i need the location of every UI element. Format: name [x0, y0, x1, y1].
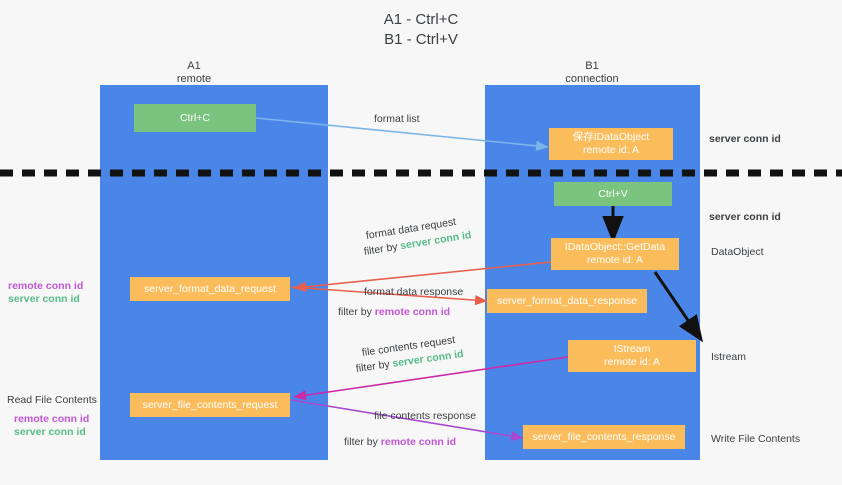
column-header-b1-sub: connection: [565, 73, 619, 85]
edge-label-file-contents-response: file contents response: [374, 410, 477, 422]
right-note-server-conn-id-top: server conn id: [709, 133, 781, 145]
title-line-2: B1 - Ctrl+V: [384, 31, 458, 48]
box-server-file-contents-response-label: server_file_contents_response: [532, 430, 676, 443]
edge-label-format-list: format list: [374, 113, 420, 125]
edge-label-file-contents-response-filter: filter by remote conn id: [344, 435, 456, 449]
box-server-file-contents-request[interactable]: server_file_contents_request: [130, 393, 290, 417]
edge-label-format-data-response: format data response: [364, 286, 464, 298]
box-save-idataobject-line2: remote id: A: [582, 144, 640, 156]
box-server-format-data-response-label: server_format_data_response: [496, 294, 638, 307]
right-note-dataobject: DataObject: [711, 246, 764, 258]
box-save-idataobject[interactable]: 保存IDataObject remote id: A: [549, 128, 673, 160]
column-header-a1: A1 remote: [114, 60, 274, 86]
left-note-server-conn-id-2: server conn id: [14, 426, 86, 438]
column-header-b1-name: B1: [585, 60, 599, 72]
filter-value-remote-conn-id: remote conn id: [374, 306, 451, 318]
filter-prefix: filter by: [338, 306, 375, 318]
box-ctrl-c-label: Ctrl+C: [179, 111, 211, 124]
edge-label-format-data-response-filter: filter by remote conn id: [338, 305, 450, 319]
box-ctrl-v-label: Ctrl+V: [598, 187, 628, 200]
right-note-server-conn-id-mid: server conn id: [709, 211, 781, 223]
title-line-1: A1 - Ctrl+C: [383, 11, 459, 28]
right-note-write-file-contents: Write File Contents: [711, 433, 801, 445]
box-getdata-line2: remote id: A: [586, 254, 644, 266]
column-header-a1-name: A1: [187, 60, 201, 72]
box-server-file-contents-response[interactable]: server_file_contents_response: [523, 425, 685, 449]
box-server-format-data-response[interactable]: server_format_data_response: [487, 289, 647, 313]
diagram-title: A1 - Ctrl+C B1 - Ctrl+V: [0, 10, 842, 50]
box-getdata-line1: IDataObject::GetData: [564, 241, 666, 253]
left-note-remote-conn-id-1: remote conn id: [8, 280, 84, 292]
box-server-format-data-request-label: server_format_data_request: [144, 282, 276, 295]
column-header-a1-sub: remote: [176, 73, 212, 85]
box-istream-line1: IStream: [613, 343, 651, 355]
box-idataobject-getdata[interactable]: IDataObject::GetData remote id: A: [551, 238, 679, 270]
box-ctrl-c[interactable]: Ctrl+C: [134, 104, 256, 132]
box-istream[interactable]: IStream remote id: A: [568, 340, 696, 372]
filter-prefix: filter by: [344, 436, 381, 448]
filter-prefix: filter by: [363, 240, 402, 258]
left-note-remote-conn-id-2: remote conn id: [14, 413, 90, 425]
filter-prefix: filter by: [355, 357, 394, 375]
filter-value-remote-conn-id: remote conn id: [380, 436, 457, 448]
left-note-read-file-contents: Read File Contents: [7, 394, 97, 406]
box-ctrl-v[interactable]: Ctrl+V: [554, 182, 672, 206]
box-save-idataobject-line1: 保存IDataObject: [572, 131, 650, 143]
box-server-format-data-request[interactable]: server_format_data_request: [130, 277, 290, 301]
left-note-server-conn-id-1: server conn id: [8, 293, 80, 305]
right-note-istream: Istream: [711, 351, 747, 363]
column-header-b1: B1 connection: [512, 60, 672, 86]
box-server-file-contents-request-label: server_file_contents_request: [142, 398, 278, 411]
box-istream-line2: remote id: A: [603, 356, 661, 368]
